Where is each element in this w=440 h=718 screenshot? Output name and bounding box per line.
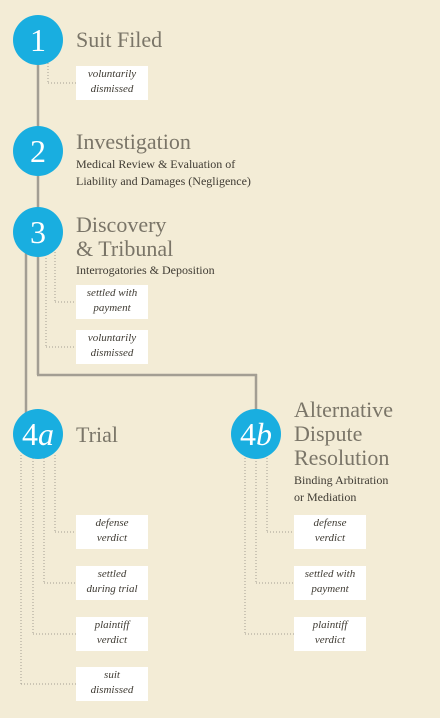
step-3-node: 3 [13,207,63,257]
step-4a-number: 4 [22,416,38,452]
step-4a-suffix: a [38,416,54,452]
step-1-node: 1 [13,15,63,65]
step-2-node: 2 [13,126,63,176]
step-1-title: Suit Filed [76,27,163,52]
step-4b-suffix: b [256,416,272,452]
step-4a-title: Trial [76,422,118,447]
step-4b-number: 4 [240,416,256,452]
step-3-subtitle: Interrogatories & Deposition [76,263,215,277]
step-3-title: Discovery& Tribunal [76,212,174,261]
step-1-number: 1 [30,22,46,58]
step-3-number: 3 [30,214,46,250]
step-2-number: 2 [30,133,46,169]
step-2-title: Investigation [76,129,191,154]
